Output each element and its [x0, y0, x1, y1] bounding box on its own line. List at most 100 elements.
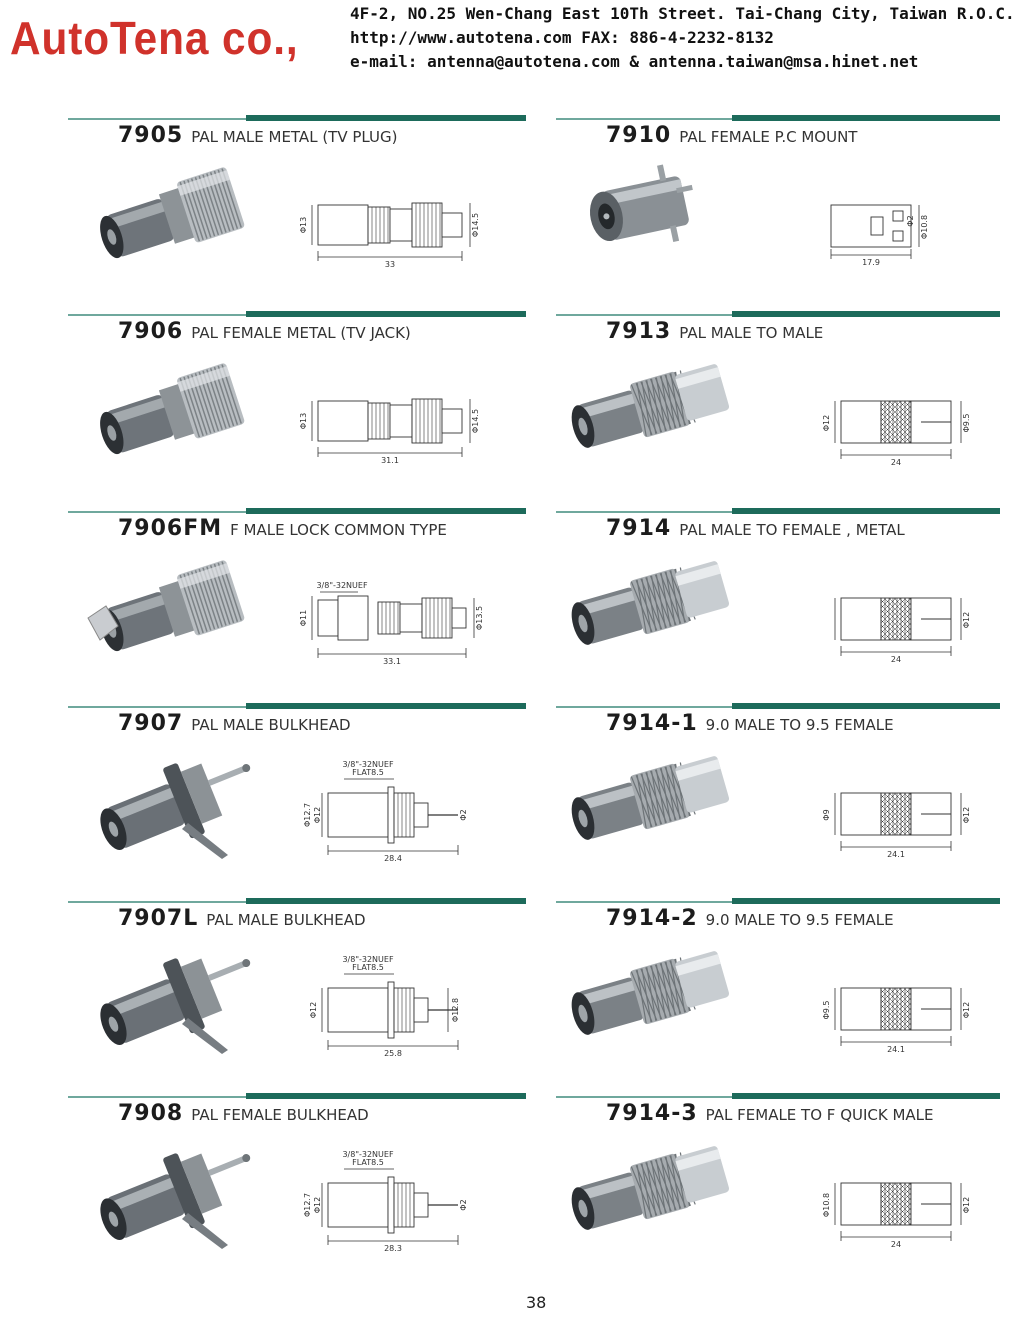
dimension-label: 3/8"-32NUEF — [316, 581, 368, 590]
product-title: 7905 PAL MALE METAL (TV PLUG) — [118, 123, 397, 148]
product-card-7914-2: 7914-2 9.0 MALE TO 9.5 FEMALE Φ9.5 24.1 Φ12 — [556, 898, 1021, 1083]
dimension-label: Φ9.5 — [962, 413, 971, 432]
dimension-label: 3/8"-32NUEF — [342, 1150, 394, 1159]
dimension-drawing: Φ12 24 Φ9.5 — [811, 361, 1011, 475]
product-photo — [566, 743, 736, 857]
product-code: 7908 — [118, 1101, 184, 1126]
dimension-label: 31.1 — [381, 456, 399, 465]
product-photo — [78, 743, 268, 867]
product-code: 7906 — [118, 319, 184, 344]
dimension-label: Φ12 — [313, 1197, 322, 1213]
company-emails: e-mail: antenna@autotena.com & antenna.t… — [350, 52, 919, 71]
dimension-label: Φ13 — [299, 413, 308, 429]
dimension-label: 24 — [891, 458, 901, 467]
dimension-label: Φ2 — [459, 1199, 468, 1210]
product-title: 7914-2 9.0 MALE TO 9.5 FEMALE — [606, 906, 894, 931]
product-code: 7907 — [118, 711, 184, 736]
product-code: 7914-1 — [606, 711, 698, 736]
section-rule — [68, 898, 526, 904]
dimension-label: Φ9 — [822, 809, 831, 820]
dimension-label: Φ12 — [962, 1197, 971, 1213]
section-rule — [556, 508, 1000, 514]
section-rule — [556, 115, 1000, 121]
dimension-label: FLAT8.5 — [352, 963, 384, 972]
section-rule — [556, 703, 1000, 709]
product-description: PAL MALE METAL (TV PLUG) — [191, 128, 398, 146]
product-code: 7907L — [118, 906, 199, 931]
product-card-7914: 7914 PAL MALE TO FEMALE , METAL 24 Φ12 — [556, 508, 1021, 693]
product-description: PAL MALE TO MALE — [679, 324, 824, 342]
product-card-7905: 7905 PAL MALE METAL (TV PLUG) Φ13 33 Φ14.5 — [68, 115, 533, 300]
product-photo — [78, 1133, 268, 1257]
dimension-label: Φ12 — [962, 1002, 971, 1018]
product-photo — [78, 351, 268, 475]
product-title: 7906FM F MALE LOCK COMMON TYPE — [118, 516, 447, 541]
dimension-drawing: 17.9 Φ10.8 Φ2 — [811, 165, 1011, 279]
dimension-label: Φ12.7 — [303, 803, 312, 827]
product-description: 9.0 MALE TO 9.5 FEMALE — [705, 911, 894, 929]
product-photo — [566, 1133, 736, 1247]
dimension-label: Φ12 — [962, 612, 971, 628]
dimension-label: Φ14.5 — [471, 213, 480, 237]
dimension-label: 24 — [891, 1240, 901, 1249]
dimension-label: Φ10.8 — [920, 215, 929, 239]
dimension-label: FLAT8.5 — [352, 1158, 384, 1167]
dimension-label: Φ9.5 — [822, 1000, 831, 1019]
product-code: 7914 — [606, 516, 672, 541]
product-description: PAL MALE TO FEMALE , METAL — [679, 521, 905, 539]
dimension-label: 24 — [891, 655, 901, 664]
dimension-label: 24.1 — [887, 1045, 905, 1054]
dimension-label: Φ13 — [299, 217, 308, 233]
product-description: PAL FEMALE BULKHEAD — [191, 1106, 369, 1124]
product-code: 7910 — [606, 123, 672, 148]
section-rule — [556, 1093, 1000, 1099]
product-photo — [566, 351, 736, 465]
product-code: 7906FM — [118, 516, 223, 541]
product-title: 7908 PAL FEMALE BULKHEAD — [118, 1101, 369, 1126]
dimension-label: Φ13.5 — [475, 606, 484, 630]
dimension-label: 28.3 — [384, 1244, 402, 1253]
company-logo: AutoTena co., — [10, 12, 299, 64]
dimension-label: Φ12 — [822, 415, 831, 431]
product-photo — [566, 548, 736, 662]
product-photo — [78, 155, 268, 279]
dimension-label: Φ12.8 — [451, 998, 460, 1022]
section-rule — [556, 311, 1000, 317]
dimension-label: 17.9 — [862, 258, 880, 267]
company-address: 4F-2, NO.25 Wen-Chang East 10Th Street. … — [350, 4, 1015, 23]
product-code: 7914-3 — [606, 1101, 698, 1126]
section-rule — [556, 898, 1000, 904]
product-code: 7905 — [118, 123, 184, 148]
section-rule — [68, 1093, 526, 1099]
dimension-label: Φ2 — [906, 215, 915, 226]
dimension-label: 3/8"-32NUEF — [342, 760, 394, 769]
section-rule — [68, 508, 526, 514]
company-web-fax: http://www.autotena.com FAX: 886-4-2232-… — [350, 28, 774, 47]
product-description: F MALE LOCK COMMON TYPE — [230, 521, 447, 539]
product-code: 7914-2 — [606, 906, 698, 931]
dimension-label: Φ12.7 — [303, 1193, 312, 1217]
dimension-label: Φ12 — [313, 807, 322, 823]
dimension-label: Φ2 — [459, 809, 468, 820]
page-number: 38 — [526, 1293, 547, 1312]
dimension-label: 33 — [385, 260, 395, 269]
dimension-label: Φ10.8 — [822, 1193, 831, 1217]
section-rule — [68, 311, 526, 317]
